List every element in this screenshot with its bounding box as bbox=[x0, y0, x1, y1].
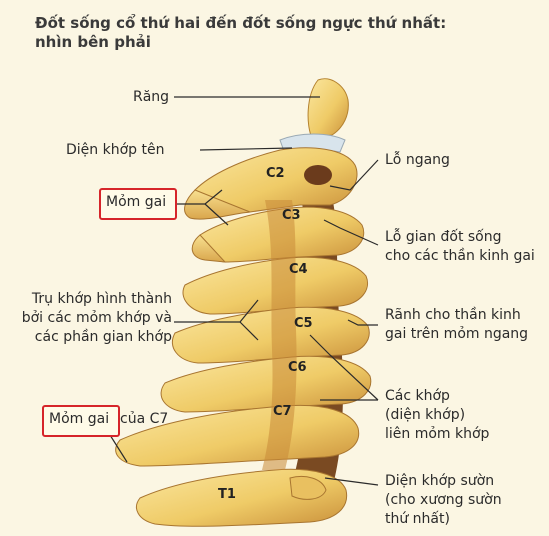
articular-column bbox=[262, 200, 297, 470]
figure-title-line-1: Đốt sống cổ thứ hai đến đốt sống ngực th… bbox=[35, 14, 447, 32]
vertebra-label-c4: C4 bbox=[289, 262, 308, 277]
vertebra-c7 bbox=[115, 404, 360, 467]
label-tru-khop-line-2: bởi các mỏm khớp và bbox=[21, 310, 172, 326]
vertebra-label-c2: C2 bbox=[266, 166, 285, 181]
vertebra-label-t1: T1 bbox=[218, 487, 236, 502]
label-mom-gai-c7: Mỏm gai bbox=[49, 411, 110, 427]
vertebra-c6 bbox=[160, 355, 372, 413]
label-ranh-line-2: gai trên mỏm ngang bbox=[385, 326, 529, 342]
highlight-box-mom-gai-c7 bbox=[42, 405, 120, 437]
label-ranh-line-1: Rãnh cho thần kinh bbox=[385, 307, 521, 323]
vertebra-c5 bbox=[171, 306, 370, 364]
label-mom-gai: Mỏm gai bbox=[106, 194, 167, 210]
label-cac-khop-line-2: (diện khớp) bbox=[385, 407, 466, 423]
label-tru-khop-line-1: Trụ khớp hình thành bbox=[31, 291, 172, 307]
figure-title-line-2: nhìn bên phải bbox=[35, 33, 151, 51]
vertebra-label-c6: C6 bbox=[288, 360, 307, 375]
label-lo-gian-line-1: Lỗ gian đốt sống bbox=[385, 229, 502, 245]
label-dien-khop-suon-line-1: Diện khớp sườn bbox=[385, 473, 495, 489]
c3-spinous-process bbox=[191, 234, 227, 263]
label-cac-khop-line-3: liên mỏm khớp bbox=[385, 426, 490, 442]
label-dien-khop-ten: Diện khớp tên bbox=[66, 142, 165, 158]
transverse-foramen-c2 bbox=[304, 165, 332, 185]
vertebra-label-c7: C7 bbox=[273, 404, 292, 419]
vertebra-label-c5: C5 bbox=[294, 316, 313, 331]
figure-title: Đốt sống cổ thứ hai đến đốt sống ngực th… bbox=[35, 14, 446, 52]
dens bbox=[307, 78, 349, 139]
label-rang: Răng bbox=[133, 89, 170, 105]
vertebra-label-c3: C3 bbox=[282, 208, 301, 223]
t1-rib-facet bbox=[289, 476, 327, 500]
label-lo-gian-line-2: cho các thần kinh gai bbox=[385, 248, 535, 264]
label-lo-ngang: Lỗ ngang bbox=[385, 152, 450, 168]
label-dien-khop-suon-line-3: thứ nhất) bbox=[385, 511, 450, 527]
label-cua-c7: của C7 bbox=[120, 411, 169, 427]
c2-spinous-process bbox=[184, 189, 251, 220]
leader-lines bbox=[109, 96, 379, 486]
label-cac-khop-line-1: Các khớp bbox=[385, 388, 450, 404]
label-dien-khop-suon-line-2: (cho xương sườn bbox=[385, 492, 502, 508]
label-tru-khop-line-3: các phần gian khớp bbox=[34, 329, 172, 345]
highlight-box-mom-gai bbox=[99, 188, 177, 220]
